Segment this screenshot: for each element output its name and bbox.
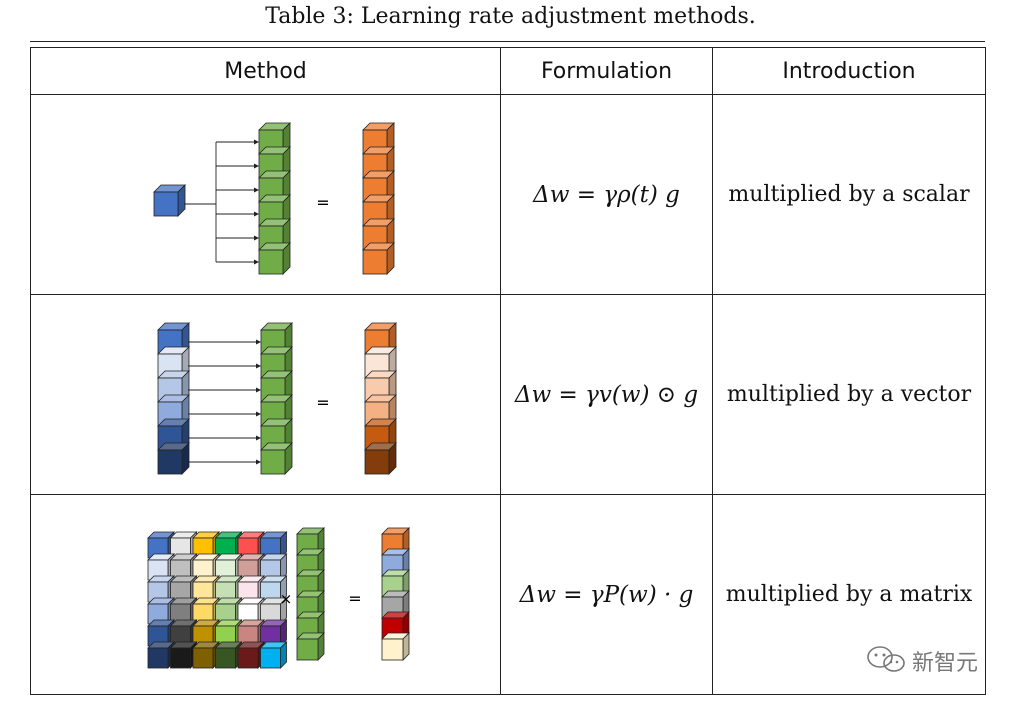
vector-blue-cube-5 <box>156 441 190 475</box>
matrix-cube-1-5 <box>259 552 287 581</box>
table-caption: Table 3: Learning rate adjustment method… <box>265 4 756 29</box>
matrix-cube-3-5 <box>259 596 287 625</box>
intro-scalar: multiplied by a scalar <box>712 94 986 295</box>
matrix-cube-0-4 <box>236 530 265 559</box>
watermark-text: 新智元 <box>912 651 979 676</box>
table-row-matrix: ×= Δw = γP(w) · g multiplied by a matrix <box>30 494 986 695</box>
wechat-icon <box>867 646 905 672</box>
method-cell-scalar: = <box>30 94 501 295</box>
methods-table: Method Formulation Introduction = Δw = γ… <box>30 47 986 695</box>
matrix-cube-5-5 <box>259 640 287 669</box>
method-cell-matrix: ×= <box>30 494 501 695</box>
formula-vector: Δw = γv(w) ⊙ g <box>500 294 713 495</box>
equals-sign: = <box>316 393 329 412</box>
method-cell-vector: = <box>30 294 501 495</box>
table-row-scalar: = Δw = γρ(t) g multiplied by a scalar <box>30 94 986 295</box>
matrix-cube-0-2 <box>191 530 220 559</box>
formula-scalar: Δw = γρ(t) g <box>500 94 713 295</box>
scalar-arrow-3 <box>215 211 259 216</box>
intro-matrix: multiplied by a matrix <box>712 494 986 695</box>
equals-sign: = <box>348 589 361 608</box>
scalar-arrow-0 <box>215 139 259 144</box>
equals-sign: = <box>316 193 329 212</box>
matrix-cube-3-3 <box>214 596 242 625</box>
matrix-result-cube-5 <box>380 631 410 661</box>
matrix-cube-4-3 <box>214 618 242 647</box>
table-row-vector: = Δw = γv(w) ⊙ g multiplied by a vector <box>30 294 986 495</box>
vector-arrow-2 <box>187 387 261 392</box>
matrix-green-cube-5 <box>295 631 325 661</box>
vector-diagram: = <box>156 321 397 475</box>
header-formulation: Formulation <box>500 47 713 95</box>
matrix-cube-2-5 <box>259 574 287 603</box>
scalar-arrow-2 <box>215 187 259 192</box>
scalar-cube <box>152 183 186 217</box>
vector-arrow-0 <box>187 339 261 344</box>
matrix-diagram: ×= <box>146 526 410 669</box>
intro-vector: multiplied by a vector <box>712 294 986 495</box>
header-method: Method <box>30 47 501 95</box>
vector-arrow-4 <box>187 435 261 440</box>
formula-matrix: Δw = γP(w) · g <box>500 494 713 695</box>
vector-arrow-3 <box>187 411 261 416</box>
scalar-arrow-1 <box>215 163 259 168</box>
fan-out-lines <box>183 141 216 262</box>
vector-arrow-1 <box>187 363 261 368</box>
scalar-arrow-4 <box>215 235 259 240</box>
header-row: Method Formulation Introduction <box>30 47 986 95</box>
vector-result-cube-5 <box>363 441 397 475</box>
header-introduction: Introduction <box>712 47 986 95</box>
scalar-green-cube-5 <box>257 241 291 275</box>
top-rule <box>30 41 985 42</box>
scalar-result-cube-5 <box>361 241 395 275</box>
matrix-cube-4-5 <box>259 618 287 647</box>
vector-green-cube-5 <box>259 441 293 475</box>
scalar-arrow-5 <box>215 259 259 264</box>
times-sign: × <box>279 590 292 608</box>
vector-arrow-5 <box>187 459 261 464</box>
scalar-diagram: = <box>152 121 395 275</box>
